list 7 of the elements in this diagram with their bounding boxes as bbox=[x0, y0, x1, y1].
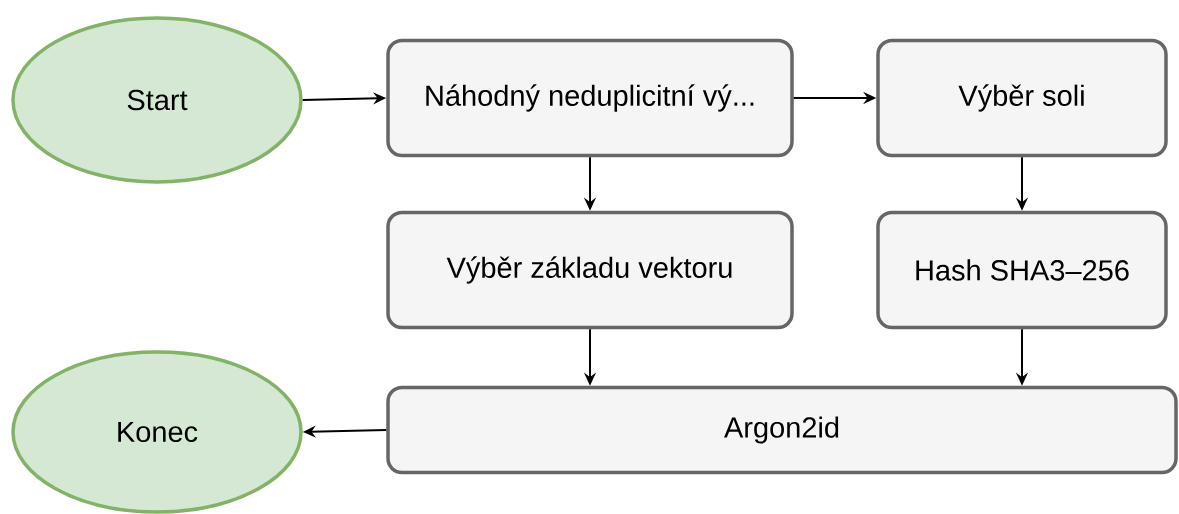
ellipse-node: Start bbox=[11, 16, 303, 184]
process-box: Výběr základu vektoru bbox=[386, 210, 794, 330]
ellipse-node: Konec bbox=[11, 350, 303, 514]
process-box: Výběr soli bbox=[876, 38, 1168, 158]
process-box: Náhodný neduplicitní vý... bbox=[386, 38, 794, 158]
process-box: Hash SHA3–256 bbox=[876, 210, 1168, 330]
process-box: Argon2id bbox=[386, 385, 1178, 475]
